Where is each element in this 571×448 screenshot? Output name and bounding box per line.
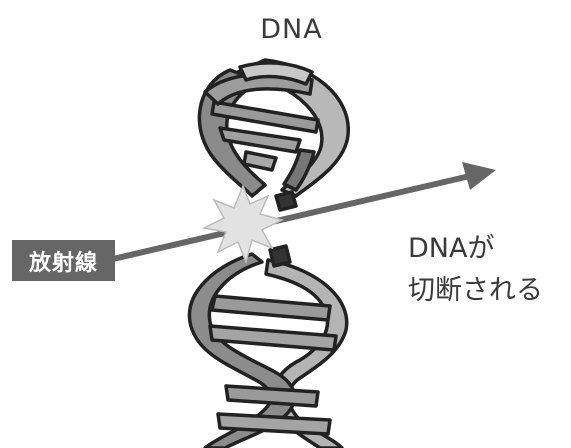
caption-line-1: DNAが — [408, 228, 543, 270]
dna-helix-icon — [189, 60, 348, 448]
caption-line-2: 切断される — [408, 270, 543, 312]
dna-cut-caption: DNAが 切断される — [408, 228, 543, 312]
radiation-label: 放射線 — [12, 240, 115, 281]
dna-title: DNA — [0, 14, 571, 45]
